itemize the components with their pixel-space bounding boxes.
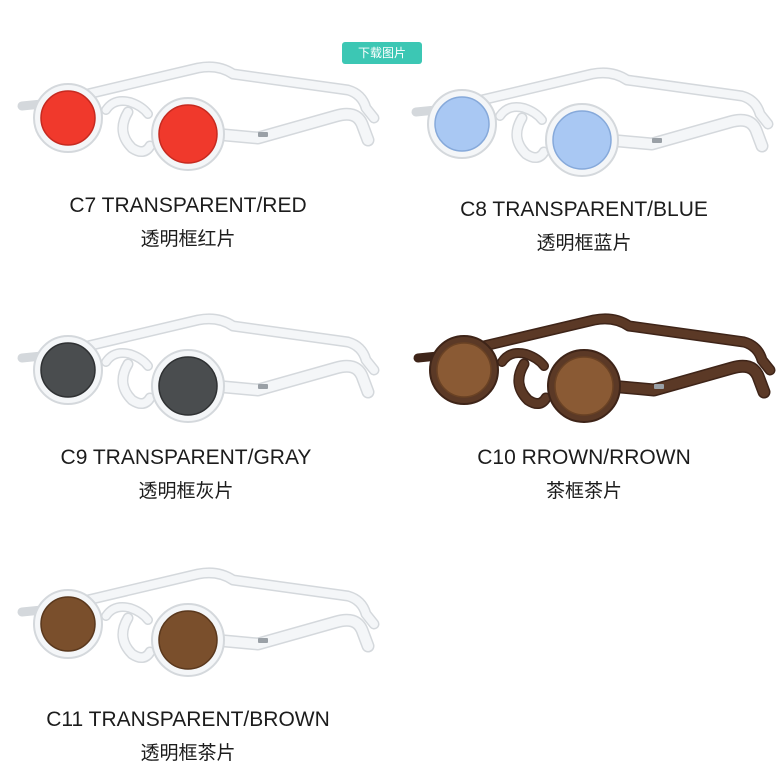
left-lens (40, 596, 96, 652)
sunglasses-image (17, 313, 380, 423)
bridge-inner (496, 103, 546, 124)
nose-pad-inner (512, 114, 548, 162)
sunglasses-image (17, 567, 380, 677)
product-cn-label: 透明框茶片 (140, 742, 236, 764)
right-lens (554, 356, 614, 416)
hinge-pin (652, 138, 662, 143)
hinge-pin (654, 384, 664, 389)
sunglasses-image (411, 67, 774, 177)
product-code-label: C8 TRANSPARENT/BLUE (460, 198, 708, 221)
left-lens (434, 96, 490, 152)
product-item-c8 (411, 67, 778, 188)
product-cn-label: 茶框茶片 (545, 480, 622, 502)
product-code-label: C10 RROWN/RROWN (477, 446, 691, 469)
product-code-label: C9 TRANSPARENT/GRAY (60, 446, 312, 469)
left-lens (40, 342, 96, 398)
bridge-inner (102, 349, 152, 370)
bridge-inner (102, 97, 152, 118)
temple-front-inner (603, 115, 767, 151)
left-lens (40, 90, 96, 146)
right-lens (552, 110, 612, 170)
sunglasses-image (17, 61, 380, 171)
temple-front-inner (605, 361, 769, 397)
bridge-inner (498, 349, 548, 370)
temple-back-inner (478, 68, 772, 128)
nose-pad-inner (118, 614, 154, 662)
product-item-c10 (413, 313, 778, 434)
left-lens (436, 342, 492, 398)
product-label-c9: C9 TRANSPARENT/GRAY 透明框灰片 (36, 446, 336, 503)
right-lens (158, 356, 218, 416)
temple-back-inner (84, 568, 378, 628)
temple-front-inner (209, 361, 373, 397)
product-cn-label: 透明框红片 (140, 228, 236, 250)
nose-pad-inner (118, 360, 154, 408)
temple-back-inner (480, 314, 774, 374)
nose-pad-inner (118, 108, 154, 156)
product-cn-label: 透明框灰片 (138, 480, 234, 502)
product-item-c7 (17, 61, 388, 182)
bridge-inner (102, 603, 152, 624)
hinge-pin (258, 384, 268, 389)
hinge-pin (258, 132, 268, 137)
product-label-c10: C10 RROWN/RROWN 茶框茶片 (424, 446, 744, 503)
temple-front-inner (209, 109, 373, 145)
product-code-label: C7 TRANSPARENT/RED (69, 194, 307, 217)
download-image-button[interactable]: 下载图片 (342, 42, 422, 64)
temple-back-inner (84, 62, 378, 122)
product-label-c8: C8 TRANSPARENT/BLUE 透明框蓝片 (434, 198, 734, 255)
right-lens (158, 610, 218, 670)
sunglasses-image (413, 313, 776, 423)
temple-front-inner (209, 615, 373, 651)
temple-back-inner (84, 314, 378, 374)
product-label-c11: C11 TRANSPARENT/BROWN 透明框茶片 (28, 708, 348, 765)
hinge-pin (258, 638, 268, 643)
product-item-c11 (17, 567, 388, 688)
product-item-c9 (17, 313, 388, 434)
right-lens (158, 104, 218, 164)
nose-pad-inner (514, 360, 550, 408)
product-code-label: C11 TRANSPARENT/BROWN (46, 708, 330, 731)
product-label-c7: C7 TRANSPARENT/RED 透明框红片 (38, 194, 338, 251)
product-cn-label: 透明框蓝片 (536, 232, 632, 254)
